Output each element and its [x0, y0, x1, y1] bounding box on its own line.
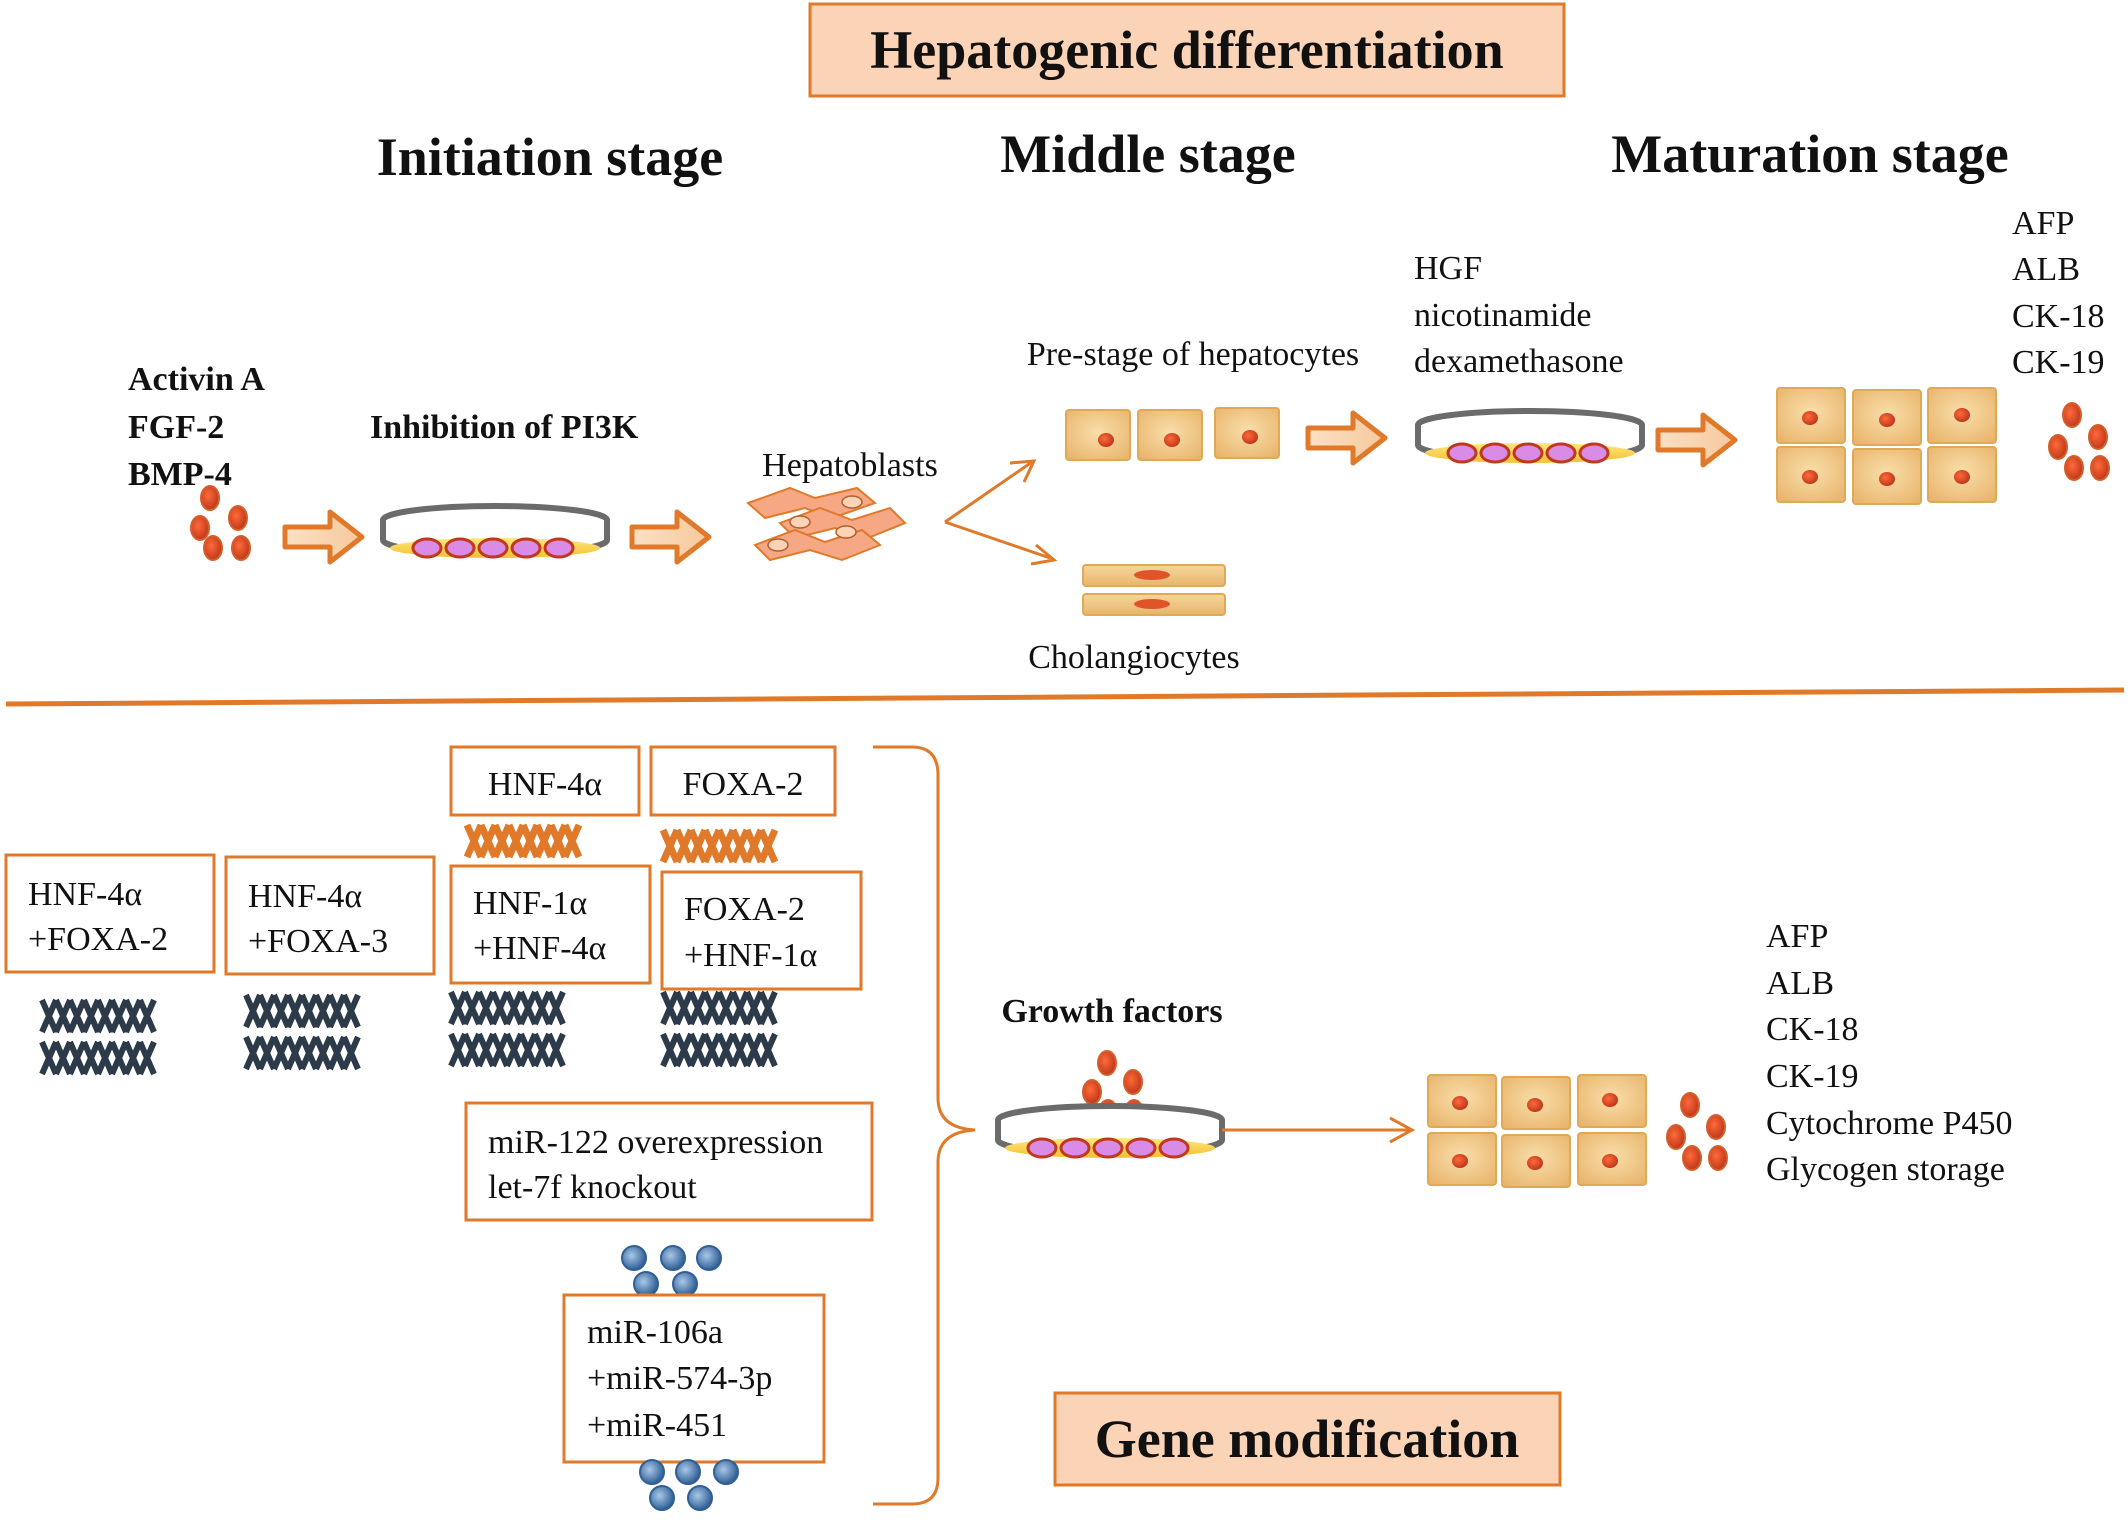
culture-dish-initiation — [380, 503, 610, 559]
growth-factor-dots-initiation — [190, 485, 251, 561]
hepatoblasts-label: Hepatoblasts — [762, 447, 938, 484]
title-bottom: Gene modification — [1095, 1409, 1519, 1469]
factor-activin: Activin A — [128, 361, 265, 398]
box-foxa2-single: FOXA-2 — [649, 745, 837, 817]
box-foxa2-hnf1a-line1: FOXA-2 — [684, 891, 805, 928]
box-hnf1a-hnf4a: HNF-1α +HNF-4α — [449, 864, 652, 985]
result-marker-alb: ALB — [1766, 965, 1834, 1002]
box-foxa2-single-text: FOXA-2 — [683, 766, 804, 803]
maturation-markers: AFP ALB CK-18 CK-19 — [2012, 205, 2105, 381]
culture-dish-gene — [995, 1103, 1225, 1159]
marker-ck18: CK-18 — [2012, 298, 2105, 335]
stage-initiation: Initiation stage — [377, 127, 724, 187]
box-mirna-line1: miR-122 overexpression — [488, 1124, 823, 1161]
title-bottom-box: Gene modification — [1053, 1391, 1562, 1487]
growth-factors-label: Growth factors — [1001, 993, 1222, 1030]
title-top-box: Hepatogenic differentiation — [808, 2, 1566, 98]
box-mirna-combo: miR-106a +miR-574-3p +miR-451 — [562, 1293, 826, 1464]
box-hnf4a-foxa3: HNF-4α +FOXA-3 — [224, 855, 436, 976]
box-hnf4a-foxa2-line2: +FOXA-2 — [28, 921, 168, 958]
mature-hepatocytes — [1776, 387, 1997, 505]
stage-maturation: Maturation stage — [1611, 124, 2008, 184]
bracket — [873, 745, 976, 1506]
dna-helix-orange-1 — [463, 823, 583, 859]
section-divider — [5, 687, 2125, 707]
factor-bmp4: BMP-4 — [128, 456, 232, 493]
box-mirna-combo-line1: miR-106a — [587, 1314, 723, 1351]
factor-fgf2: FGF-2 — [128, 409, 224, 446]
result-hepatocytes — [1427, 1074, 1647, 1188]
box-hnf4a-foxa3-line1: HNF-4α — [248, 878, 362, 915]
secreted-dots-maturation — [2048, 402, 2110, 481]
box-mirna-line2: let-7f knockout — [488, 1169, 697, 1206]
result-marker-afp: AFP — [1766, 918, 1828, 955]
result-marker-ck18: CK-18 — [1766, 1011, 1859, 1048]
box-hnf4a-foxa2: HNF-4α +FOXA-2 — [4, 853, 216, 974]
cholangiocytes-label: Cholangiocytes — [1028, 639, 1240, 676]
box-hnf4a-single: HNF-4α — [449, 745, 641, 817]
hepatoblast-cells — [746, 486, 907, 562]
box-hnf1a-hnf4a-line1: HNF-1α — [473, 885, 587, 922]
dna-helix-orange-2 — [659, 828, 779, 864]
result-marker-glycogen: Glycogen storage — [1766, 1151, 2005, 1188]
dna-helix-dark-3 — [448, 990, 566, 1068]
initiation-factors: Activin A FGF-2 BMP-4 — [128, 361, 265, 493]
result-marker-ck19: CK-19 — [1766, 1058, 1859, 1095]
marker-ck19: CK-19 — [2012, 344, 2105, 381]
inhibition-label: Inhibition of PI3K — [370, 409, 639, 446]
block-arrow-2 — [629, 509, 712, 565]
result-markers: AFP ALB CK-18 CK-19 Cytochrome P450 Glyc… — [1766, 918, 2012, 1188]
block-arrow-4 — [1655, 412, 1738, 468]
box-hnf4a-foxa2-line1: HNF-4α — [28, 876, 142, 913]
box-mirna: miR-122 overexpression let-7f knockout — [464, 1101, 874, 1222]
culture-dish-middle — [1415, 408, 1645, 464]
box-hnf1a-hnf4a-line2: +HNF-4α — [473, 930, 607, 967]
block-arrow-1 — [282, 509, 365, 565]
dna-helix-dark-2 — [243, 993, 361, 1071]
box-foxa2-hnf1a: FOXA-2 +HNF-1α — [660, 870, 863, 991]
prestage-cells — [1065, 407, 1280, 461]
dna-helix-dark-4 — [660, 990, 778, 1068]
marker-alb: ALB — [2012, 251, 2080, 288]
dna-helix-dark-1 — [39, 998, 157, 1076]
factor-nicotinamide: nicotinamide — [1414, 297, 1592, 334]
box-foxa2-hnf1a-line2: +HNF-1α — [684, 937, 818, 974]
factor-hgf: HGF — [1414, 250, 1482, 287]
box-mirna-combo-line3: +miR-451 — [587, 1407, 727, 1444]
box-hnf4a-single-text: HNF-4α — [488, 766, 602, 803]
box-hnf4a-foxa3-line2: +FOXA-3 — [248, 923, 388, 960]
result-marker-cyp450: Cytochrome P450 — [1766, 1105, 2012, 1142]
branch-arrows — [944, 459, 1058, 566]
factor-dexamethasone: dexamethasone — [1414, 343, 1624, 380]
box-mirna-combo-line2: +miR-574-3p — [587, 1360, 772, 1397]
title-top: Hepatogenic differentiation — [870, 20, 1503, 80]
mirna-dots-bottom — [639, 1459, 739, 1511]
prestage-label: Pre-stage of hepatocytes — [1027, 336, 1359, 373]
stage-middle: Middle stage — [1000, 124, 1295, 184]
mirna-dots-top — [621, 1245, 722, 1297]
result-arrow — [1222, 1116, 1416, 1144]
cholangiocyte-cells — [1082, 564, 1226, 616]
middle-factors: HGF nicotinamide dexamethasone — [1414, 250, 1624, 380]
block-arrow-3 — [1305, 410, 1388, 466]
secreted-dots-result — [1666, 1092, 1728, 1171]
marker-afp: AFP — [2012, 205, 2074, 242]
